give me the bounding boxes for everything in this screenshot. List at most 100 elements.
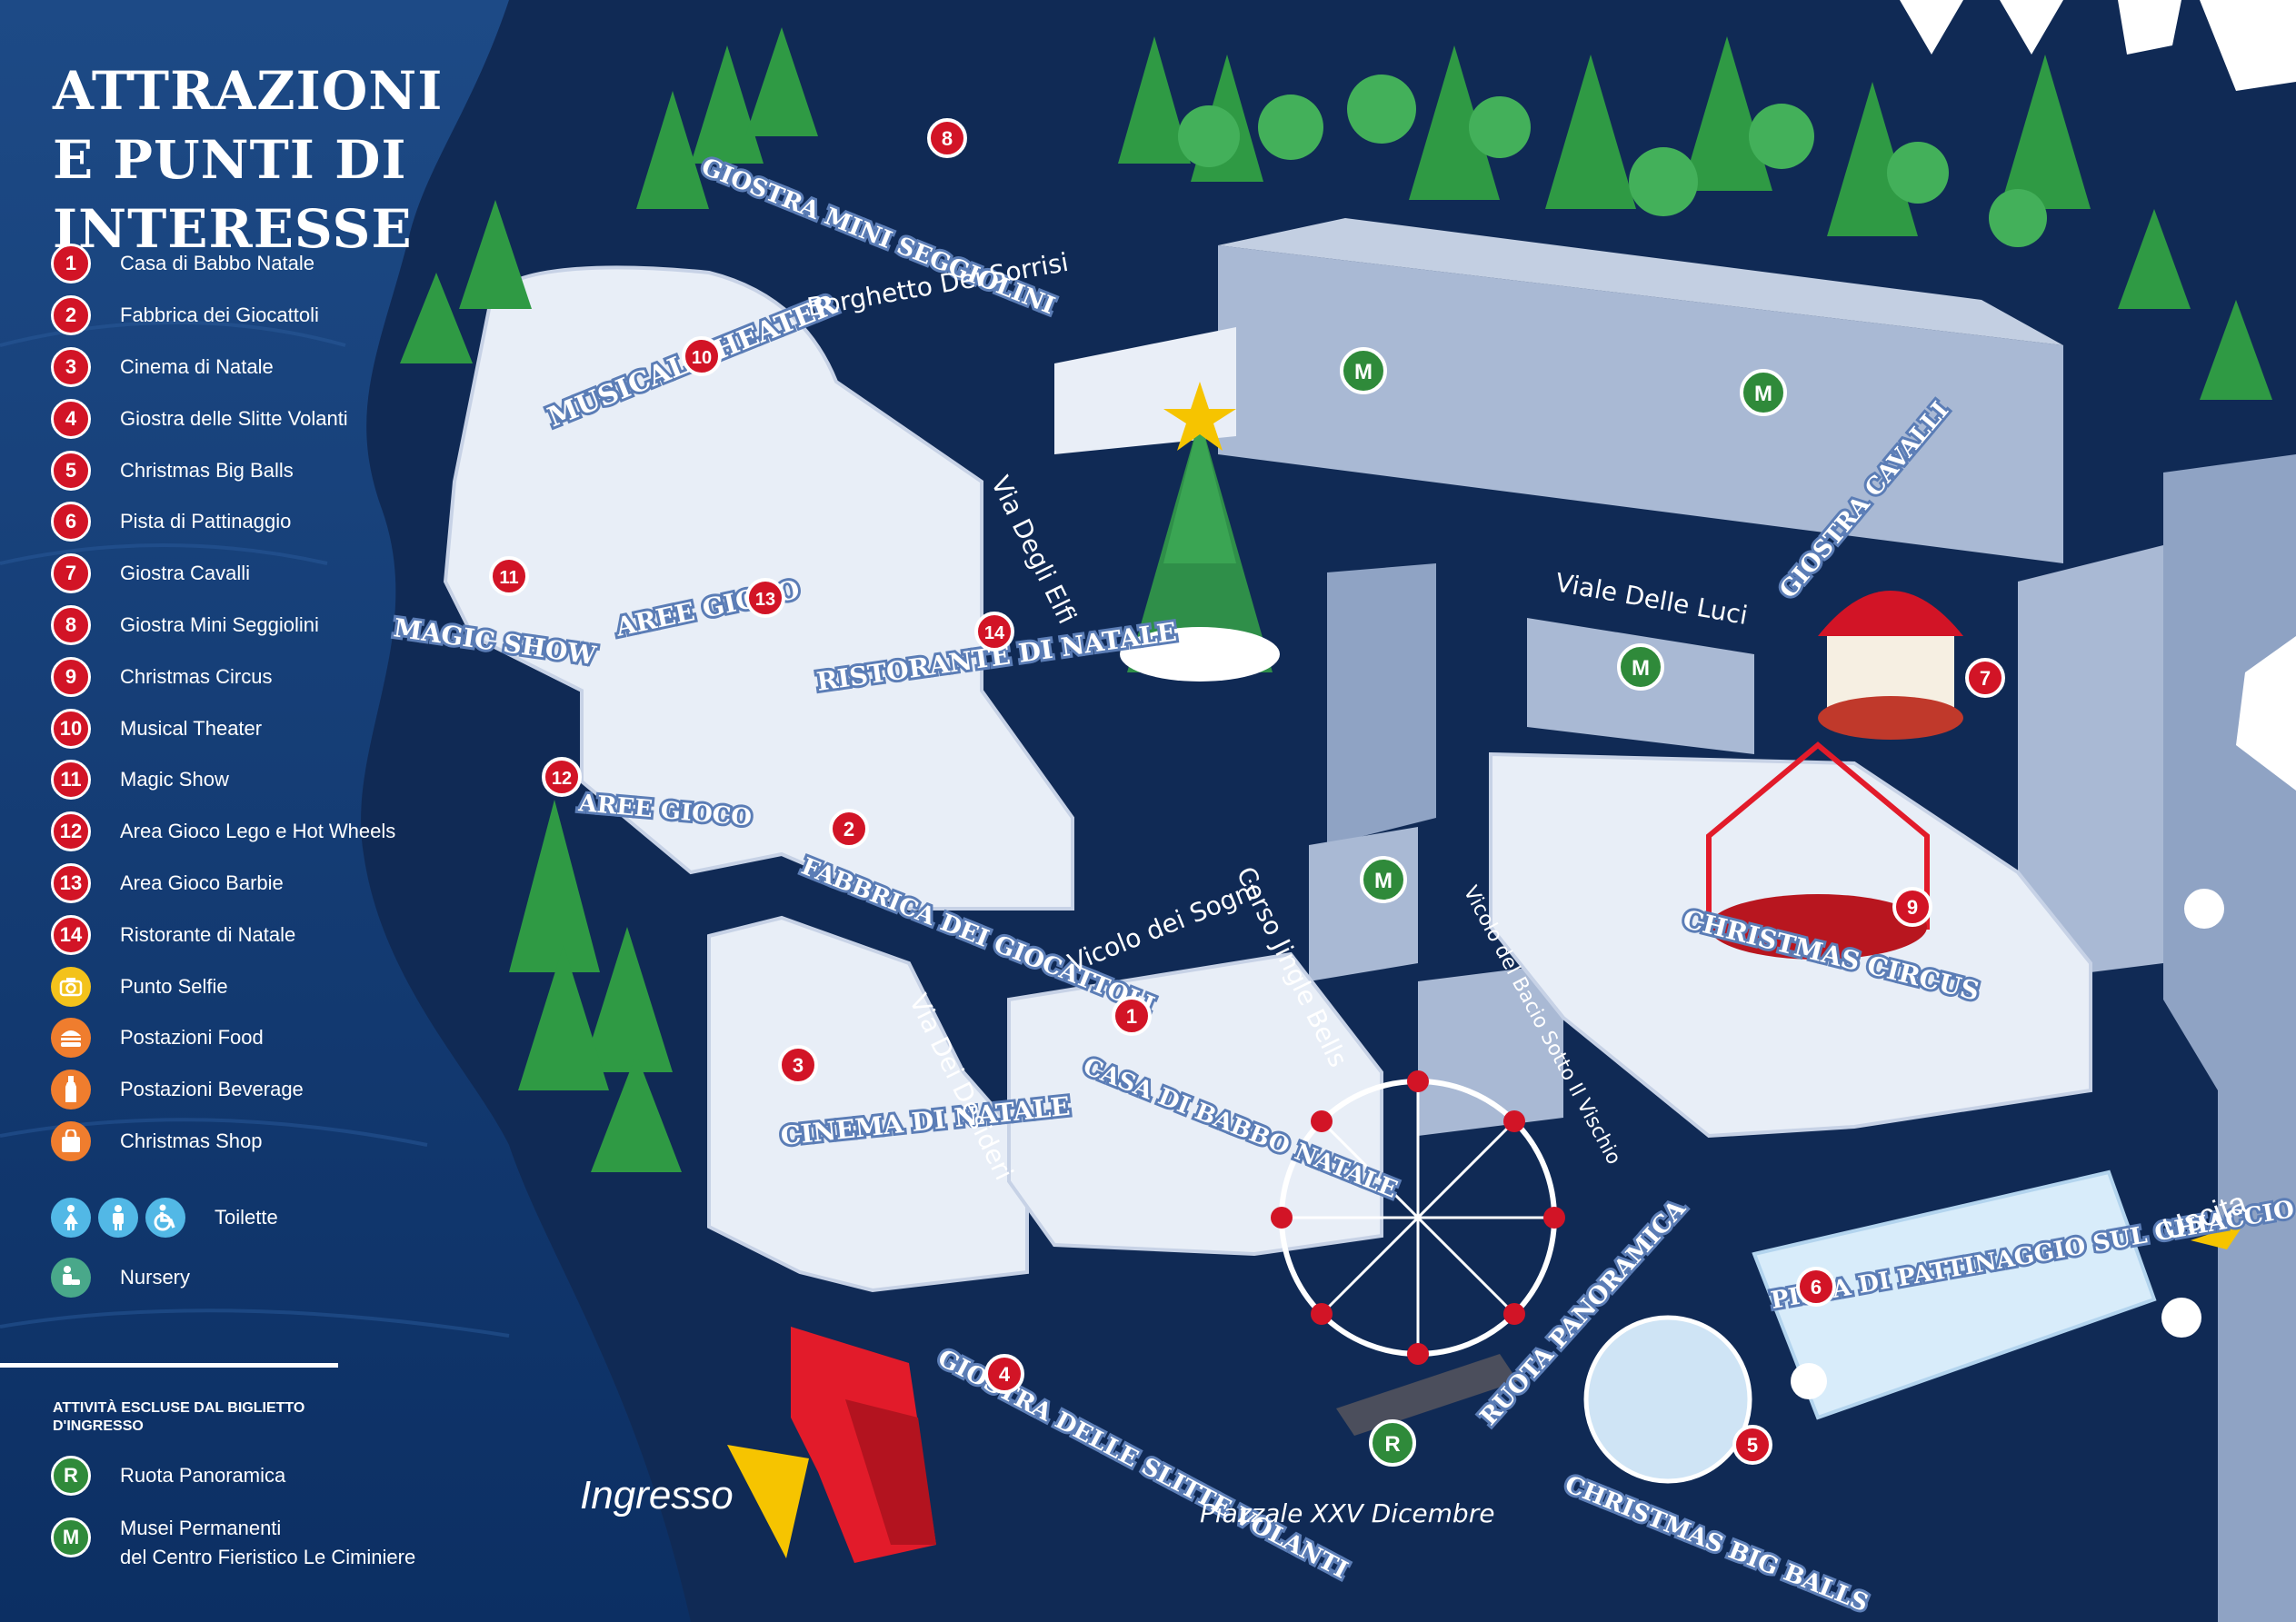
attraction-number-badge: 12 (51, 811, 91, 852)
legend-item-label: Giostra delle Slitte Volanti (120, 406, 348, 430)
legend-service-item: Postazioni Food (51, 1012, 395, 1064)
r-badge: R (51, 1456, 91, 1496)
attraction-number-badge: 3 (51, 346, 91, 387)
attraction-pin-5[interactable]: 5 (1732, 1425, 1772, 1465)
attraction-number-badge: 5 (51, 450, 91, 491)
attraction-pin-number: 13 (755, 590, 775, 610)
attraction-pin-circle (682, 336, 722, 376)
legend-service-label: Punto Selfie (120, 974, 228, 998)
attraction-pin-14[interactable]: 14 (974, 612, 1014, 652)
museum-building-south (1418, 963, 1563, 1136)
ingresso-label: Ingresso (580, 1473, 734, 1518)
attraction-pin-number: 8 (942, 127, 953, 150)
circus-tent (1706, 741, 1930, 960)
m-marker-4[interactable]: M (1360, 856, 1407, 903)
legend-item-label: Pista di Pattinaggio (120, 510, 292, 533)
attraction-pin-number: 6 (1811, 1276, 1822, 1299)
legend-title-line2: E PUNTI DI INTERESSE (53, 129, 413, 260)
attraction-number-badge: 9 (51, 656, 91, 697)
legend-title-line1: ATTRAZIONI (53, 60, 444, 122)
attraction-pin-6[interactable]: 6 (1796, 1267, 1836, 1307)
attraction-number-badge: 1 (51, 244, 91, 284)
toilet-accessible-icon (145, 1198, 185, 1238)
attraction-pin-number: 2 (844, 818, 854, 841)
svg-text:M: M (1632, 656, 1650, 681)
big-ball-dome (1583, 1315, 1752, 1484)
shopping-bag-icon (51, 1120, 91, 1161)
attraction-pin-circle (829, 809, 869, 849)
attraction-pin-8[interactable]: 8 (927, 118, 967, 158)
street-piazzale: Piazzale XXV Dicembre (1200, 1498, 1494, 1528)
legend-nursery: Nursery (51, 1258, 190, 1298)
nursery-icon (51, 1258, 91, 1298)
right-industrial-building-2 (2018, 545, 2163, 981)
attraction-pin-10[interactable]: 10 (682, 336, 722, 376)
legend-item-label: Musical Theater (120, 716, 263, 740)
ferris-wheel (1271, 1070, 1565, 1436)
attraction-pin-12[interactable]: 12 (542, 757, 582, 797)
excluded-title: ATTIVITÀ ESCLUSE DAL BIGLIETTO D'INGRESS… (53, 1400, 305, 1434)
m-marker-1[interactable]: M (1340, 347, 1387, 394)
toilet-woman-icon (51, 1198, 91, 1238)
attraction-pin-circle (927, 118, 967, 158)
attraction-number-badge: 13 (51, 862, 91, 903)
attraction-number-badge: 14 (51, 914, 91, 955)
attraction-number-badge: 7 (51, 553, 91, 594)
legend-service-item: Christmas Shop (51, 1116, 395, 1168)
attraction-pin-circle (778, 1045, 818, 1085)
legend-musei: M Musei Permanenti del Centro Fieristico… (51, 1517, 415, 1572)
attraction-pin-11[interactable]: 11 (489, 556, 529, 596)
m-label: Musei Permanenti del Centro Fieristico L… (120, 1514, 415, 1572)
nursery-label: Nursery (120, 1266, 191, 1289)
m-marker-3[interactable]: M (1617, 643, 1664, 691)
uscita-arrow (2191, 1222, 2245, 1249)
m-label-line1: Musei Permanenti (120, 1517, 282, 1539)
legend-divider (0, 1363, 338, 1368)
legend-item-label: Fabbrica dei Giocattoli (120, 304, 319, 327)
ingresso-gate (791, 1327, 936, 1563)
museum-building-north (1218, 245, 2063, 563)
attraction-pin-circle (1796, 1267, 1836, 1307)
christmas-tree (1120, 382, 1280, 682)
ice-rink (1752, 1169, 2157, 1420)
bottle-icon (51, 1070, 91, 1110)
attraction-pin-9[interactable]: 9 (1892, 887, 1932, 927)
attraction-pin-number: 14 (984, 623, 1005, 643)
legend-title: ATTRAZIONI E PUNTI DI INTERESSE (53, 56, 443, 264)
legend-item: 5 Christmas Big Balls (51, 444, 395, 496)
museum-building-north-top (1218, 218, 2063, 345)
attraction-pin-number: 5 (1747, 1434, 1758, 1457)
attraction-pin-circle (1965, 658, 2005, 698)
attraction-pin-13[interactable]: 13 (745, 578, 785, 618)
attraction-pin-number: 12 (552, 769, 572, 789)
m-marker-2[interactable]: M (1740, 369, 1787, 416)
attraction-pin-3[interactable]: 3 (778, 1045, 818, 1085)
m-markers: M M M M R (1340, 347, 1787, 1467)
attraction-pin-number: 10 (692, 348, 712, 368)
attraction-pin-number: 7 (1980, 667, 1991, 690)
r-marker[interactable]: R (1369, 1419, 1416, 1467)
attraction-pin-7[interactable]: 7 (1965, 658, 2005, 698)
m-label-line2: del Centro Fieristico Le Ciminiere (120, 1546, 416, 1568)
legend-item-label: Christmas Big Balls (120, 458, 294, 482)
attraction-pin-2[interactable]: 2 (829, 809, 869, 849)
trees (400, 27, 2272, 1172)
legend-service-label: Postazioni Beverage (120, 1078, 304, 1101)
svg-text:M: M (1374, 869, 1393, 893)
attraction-pin-4[interactable]: 4 (984, 1354, 1024, 1394)
attraction-pin-circle (1892, 887, 1932, 927)
legend-service-item: Postazioni Beverage (51, 1064, 395, 1116)
attraction-pin-1[interactable]: 1 (1112, 996, 1152, 1036)
attraction-number-badge: 6 (51, 502, 91, 542)
attraction-pin-circle (1112, 996, 1152, 1036)
horse-carousel (1818, 591, 1963, 740)
